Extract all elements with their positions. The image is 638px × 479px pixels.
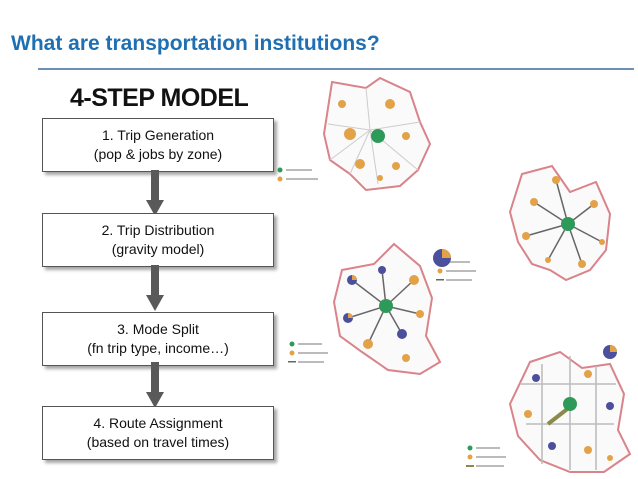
down-arrow-icon <box>146 265 164 311</box>
map-trip-generation <box>277 76 432 192</box>
step-title: 2. Trip Distribution <box>101 222 215 238</box>
map-mode-split <box>288 242 617 376</box>
step-box-mode-split: 3. Mode Split (fn trip type, income…) <box>42 312 274 366</box>
zone-maps-illustration <box>277 76 632 473</box>
step-title: 1. Trip Generation <box>101 127 215 143</box>
step-detail: (pop & jobs by zone) <box>93 146 223 162</box>
slide-title: What are transportation institutions? <box>11 32 380 55</box>
title-divider <box>38 68 634 70</box>
step-box-trip-distribution: 2. Trip Distribution (gravity model) <box>42 213 274 267</box>
model-heading: 4-STEP MODEL <box>70 84 249 112</box>
step-title: 4. Route Assignment <box>93 415 223 431</box>
step-detail: (gravity model) <box>111 241 205 257</box>
map-trip-distribution <box>433 164 612 282</box>
step-box-route-assignment: 4. Route Assignment (based on travel tim… <box>42 406 274 460</box>
step-detail: (based on travel times) <box>86 434 230 450</box>
map-route-assignment <box>466 350 632 473</box>
down-arrow-icon <box>146 362 164 408</box>
step-title: 3. Mode Split <box>117 321 199 337</box>
step-detail: (fn trip type, income…) <box>87 340 229 356</box>
down-arrow-icon <box>146 170 164 216</box>
step-box-trip-generation: 1. Trip Generation (pop & jobs by zone) <box>42 118 274 172</box>
